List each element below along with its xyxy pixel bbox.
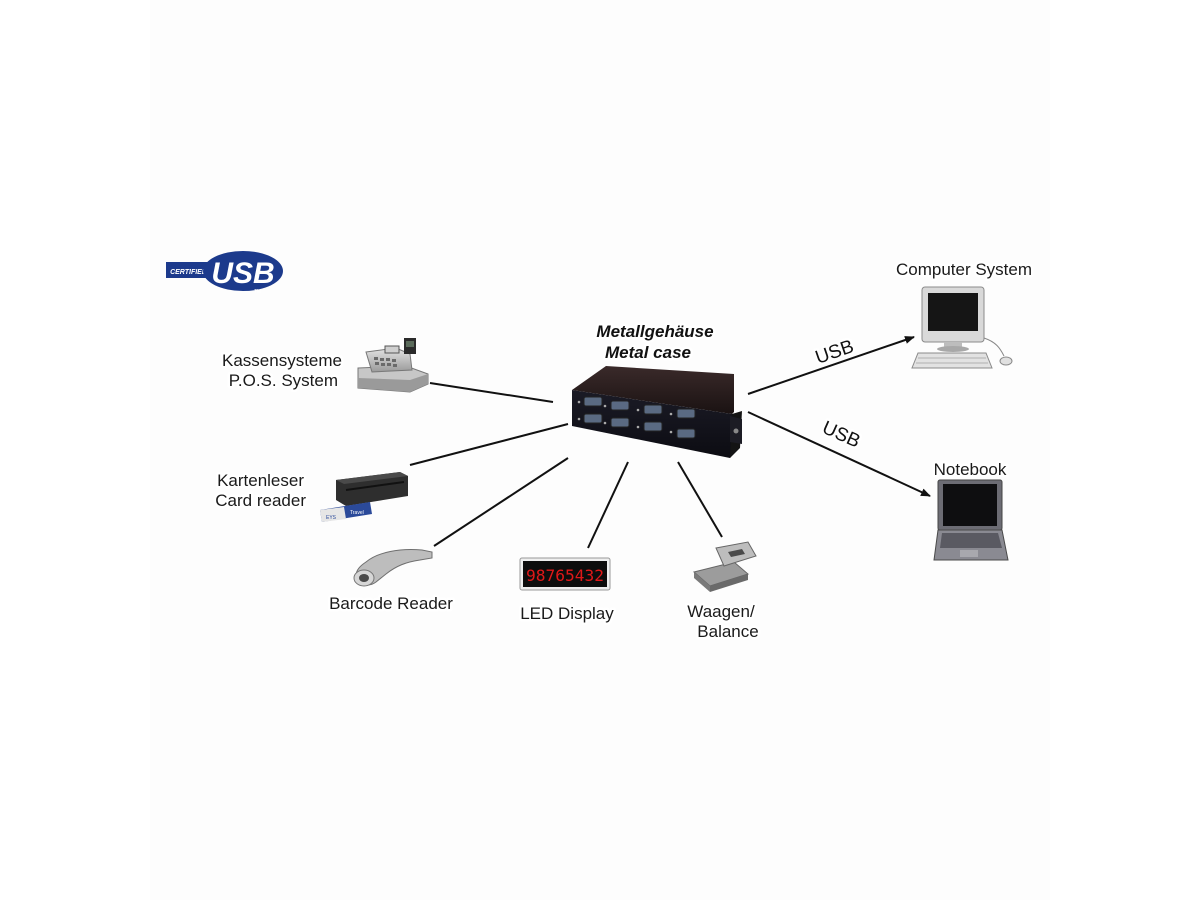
- led-display-label: LED Display: [520, 604, 614, 623]
- line-card-reader: [409, 423, 569, 466]
- serial-ports: [583, 396, 696, 439]
- line-barcode-reader: [433, 457, 569, 547]
- hub-label-de: Metallgehäuse: [596, 322, 713, 341]
- cash-register-icon: [357, 338, 429, 393]
- connection-lines: [409, 336, 931, 549]
- usb-certified-logo: CERTIFIED USB TM: [166, 251, 283, 295]
- pos-label-de: Kassensysteme: [222, 351, 342, 370]
- led-digits: 98765432: [526, 566, 604, 585]
- line-led-display: [587, 461, 629, 549]
- computer-system-label: Computer System: [896, 260, 1032, 279]
- card-text-left: EYS: [326, 515, 337, 521]
- card-text-right: Travel: [350, 510, 364, 516]
- logo-usb-text: USB: [211, 257, 274, 290]
- line-balance: [677, 461, 723, 538]
- balance-label-de: Waagen/: [687, 602, 755, 621]
- logo-tm: TM: [254, 289, 261, 295]
- metal-case-hub: [572, 366, 742, 458]
- barcode-scanner-icon: [353, 549, 433, 587]
- card-reader-icon: EYS Travel: [320, 472, 408, 522]
- diagram-background: [150, 0, 1050, 900]
- usb-arrow-notebook: [747, 411, 931, 497]
- led-display-icon: 98765432: [519, 557, 611, 591]
- logo-certified-text: CERTIFIED: [170, 269, 207, 276]
- usb-arrow-computer: [747, 336, 915, 395]
- hub-label-en: Metal case: [605, 343, 691, 362]
- computer-icon: [911, 286, 1013, 369]
- balance-label-en: Balance: [697, 622, 758, 641]
- barcode-reader-label: Barcode Reader: [329, 594, 453, 613]
- line-pos-system: [429, 382, 554, 403]
- card-reader-label-de: Kartenleser: [217, 471, 304, 490]
- pos-label-en: P.O.S. System: [229, 371, 338, 390]
- balance-scale-icon: [692, 541, 757, 592]
- notebook-label: Notebook: [934, 460, 1007, 479]
- card-reader-label-en: Card reader: [215, 491, 306, 510]
- notebook-icon: [933, 479, 1009, 561]
